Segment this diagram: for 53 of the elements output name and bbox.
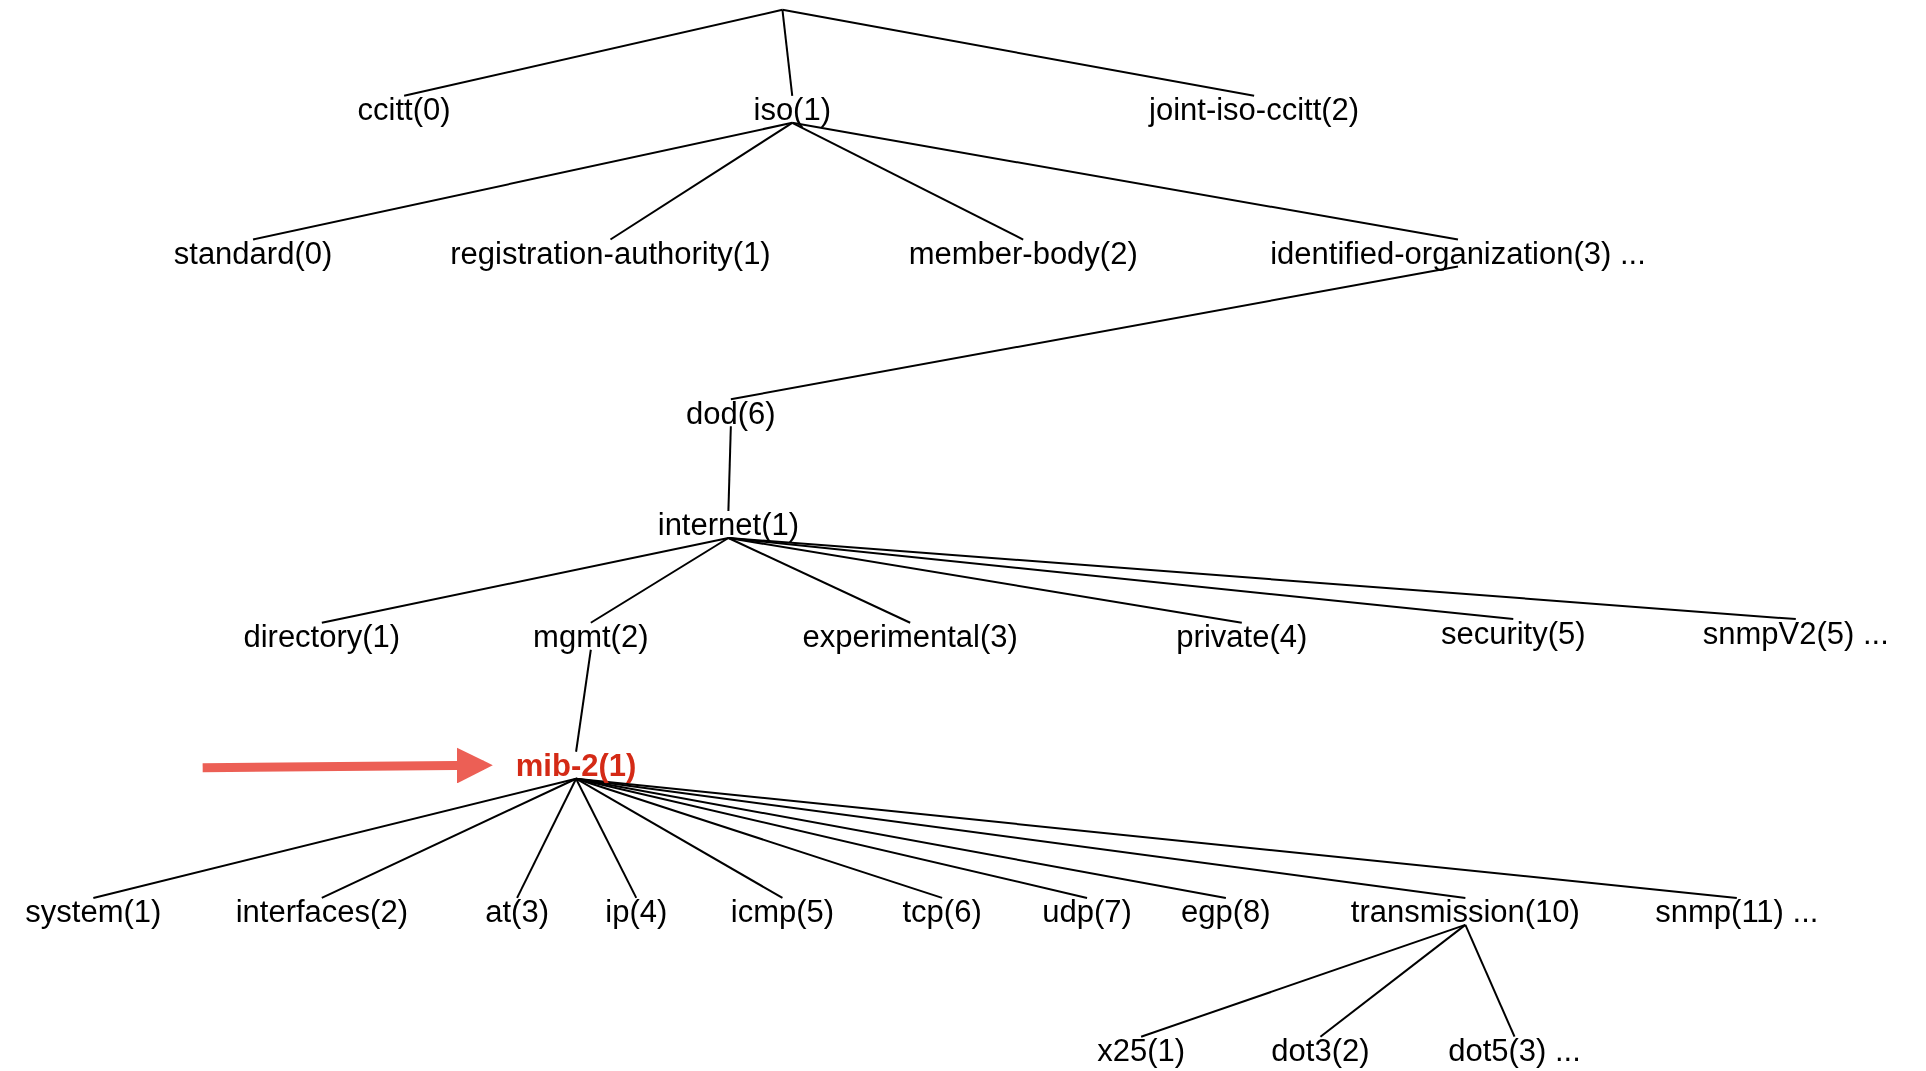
tree-node-label: tcp(6) — [898, 895, 986, 927]
tree-line — [320, 777, 578, 899]
tree-line — [575, 777, 784, 899]
tree-node-label: icmp(5) — [726, 895, 839, 927]
tree-node-label: snmp(11) ... — [1651, 895, 1823, 927]
tree-line — [575, 648, 592, 753]
tree-line — [727, 425, 732, 512]
tree-node-label: at(3) — [481, 895, 553, 927]
tree-line — [575, 777, 944, 899]
tree-line — [727, 537, 1797, 621]
tree-node-label: dod(6) — [682, 397, 780, 429]
tree-node-label: joint-iso-ccitt(2) — [1145, 93, 1364, 125]
tree-node-label: x25(1) — [1093, 1034, 1190, 1066]
tree-node-label: mgmt(2) — [529, 620, 653, 652]
tree-node-label: egp(8) — [1177, 895, 1275, 927]
tree-node-label: dot5(3) ... — [1444, 1034, 1585, 1066]
tree-node-label: security(5) — [1436, 617, 1590, 649]
tree-line — [727, 537, 912, 624]
tree-line — [403, 8, 784, 97]
tree-line — [781, 8, 1256, 97]
tree-node-label: registration-authority(1) — [446, 237, 775, 269]
tree-line — [575, 777, 1738, 899]
tree-line — [791, 121, 1459, 241]
pointer-arrow — [202, 747, 493, 784]
tree-node-label: experimental(3) — [798, 620, 1022, 652]
tree-node-label: standard(0) — [169, 237, 337, 269]
tree-node-label: interfaces(2) — [231, 895, 412, 927]
tree-node-label: ip(4) — [601, 895, 672, 927]
tree-line — [575, 777, 638, 899]
tree-line — [320, 537, 730, 624]
tree-line — [781, 8, 794, 97]
tree-node-label: internet(1) — [653, 509, 804, 540]
tree-node-label: system(1) — [21, 895, 166, 927]
tree-line — [1319, 923, 1467, 1038]
tree-node-label: member-body(2) — [904, 237, 1142, 269]
tree-node-label: mib-2(1) — [511, 749, 641, 781]
tree-line — [589, 537, 730, 624]
tree-node-label: private(4) — [1172, 620, 1312, 652]
tree-line — [729, 265, 1459, 401]
tree-node-label: dot3(2) — [1267, 1034, 1374, 1066]
tree-node-label: ccitt(0) — [353, 93, 455, 125]
tree-line — [1464, 923, 1516, 1038]
tree-node-label: iso(1) — [749, 93, 835, 125]
tree-node-label: identified-organization(3) ... — [1266, 237, 1650, 269]
tree-node-label: directory(1) — [239, 620, 405, 652]
tree-line — [516, 777, 578, 899]
tree-node-label: udp(7) — [1038, 895, 1136, 927]
tree-node-label: transmission(10) — [1346, 895, 1584, 927]
tree-line — [791, 121, 1025, 241]
tree-line — [609, 121, 794, 241]
tree-line — [252, 121, 794, 241]
tree-node-label: snmpV2(5) ... — [1698, 617, 1893, 649]
tree-line — [1140, 923, 1467, 1038]
